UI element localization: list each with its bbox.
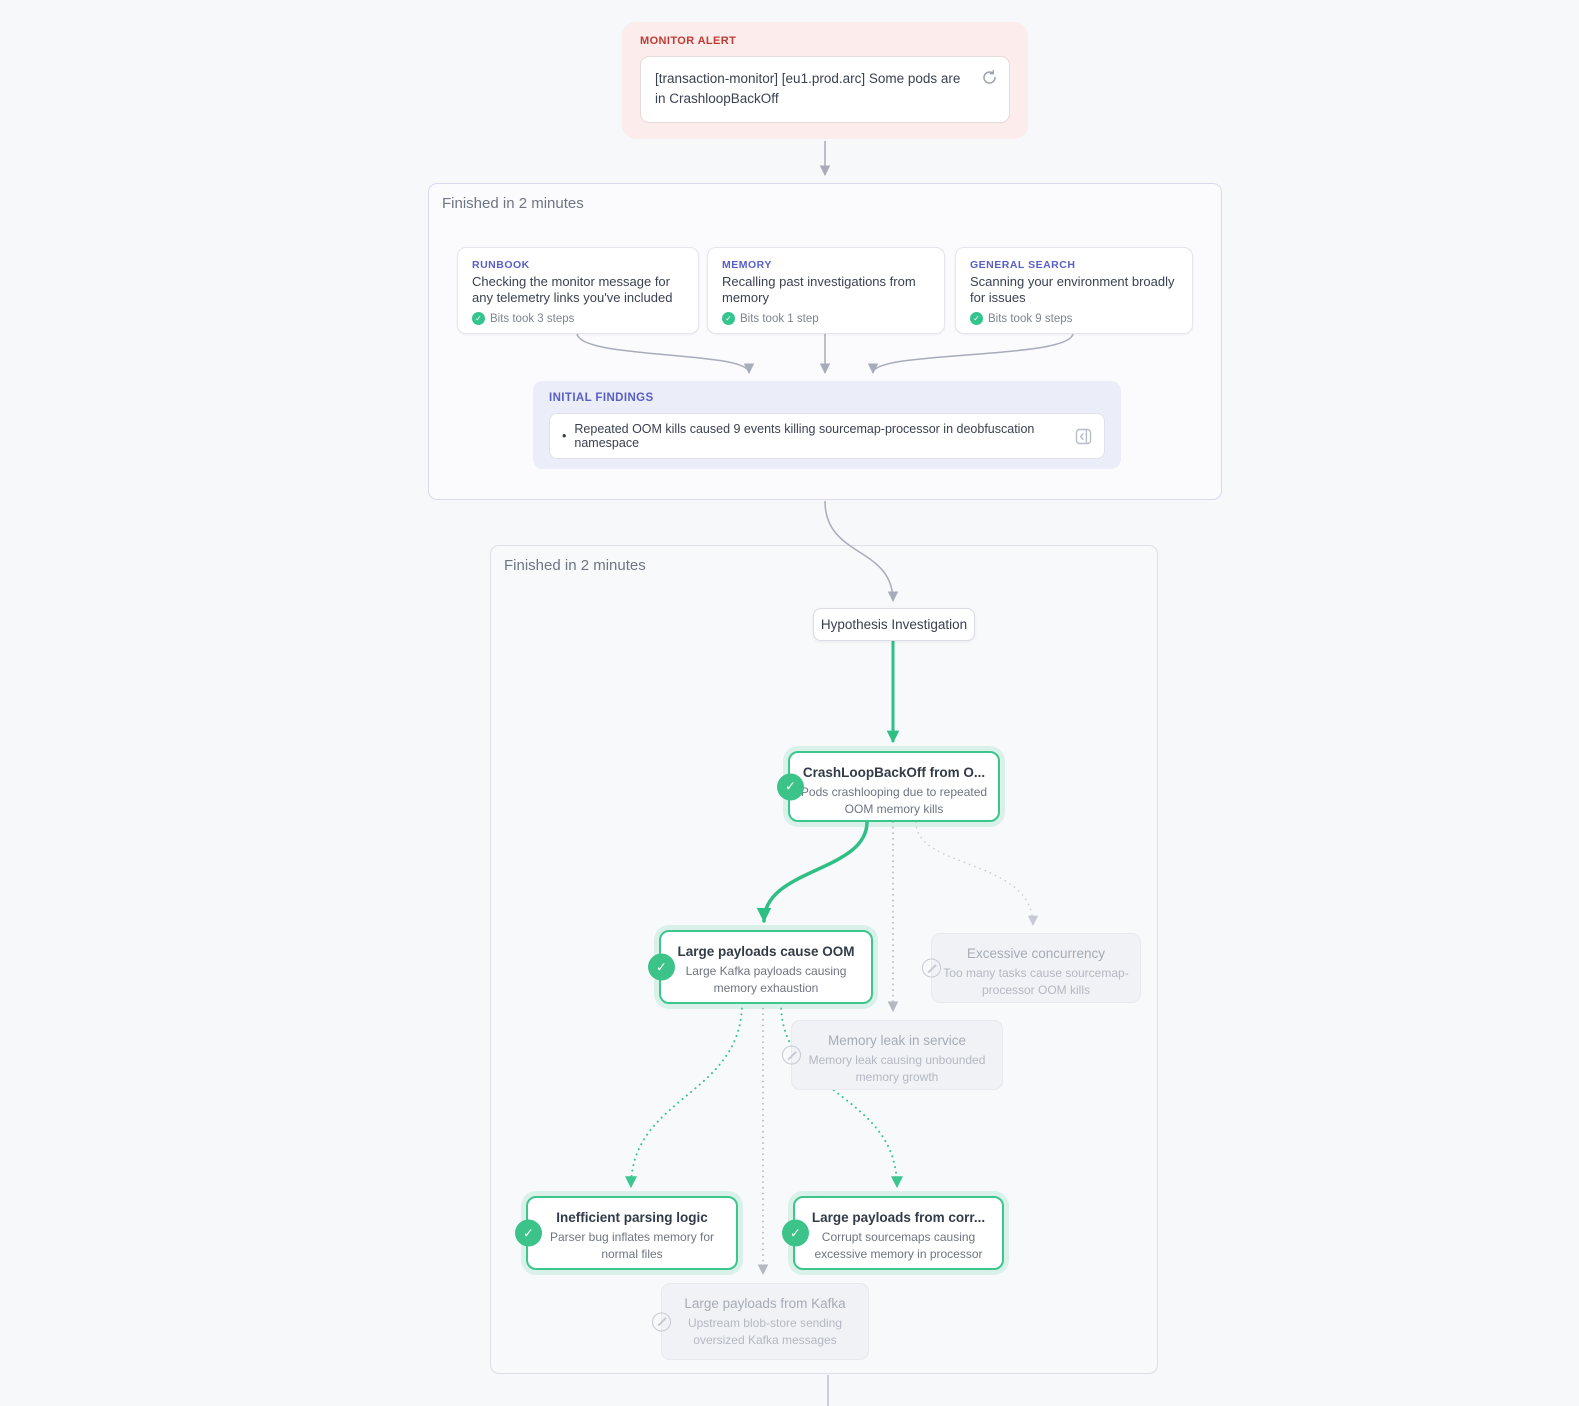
confirmed-check-icon: ✓ — [515, 1219, 542, 1247]
hypothesis-title: Large payloads from corr... — [811, 1210, 986, 1225]
step-title: Scanning your environment broadly for is… — [970, 274, 1175, 306]
step-card-general-search[interactable]: GENERAL SEARCH Scanning your environment… — [955, 247, 1193, 334]
monitor-alert-label: MONITOR ALERT — [640, 35, 737, 47]
step-category: RUNBOOK — [472, 259, 530, 271]
phase-2-header: Finished in 2 minutes — [504, 557, 646, 574]
step-title: Recalling past investigations from memor… — [722, 274, 916, 306]
confirmed-check-icon: ✓ — [777, 773, 804, 800]
history-icon[interactable] — [981, 69, 998, 86]
phase-1-container: Finished in 2 minutes RUNBOOK Checking t… — [428, 183, 1222, 500]
hypothesis-node-memory-leak[interactable]: Memory leak in service Memory leak causi… — [782, 1020, 1003, 1090]
rejected-icon — [782, 1045, 801, 1065]
open-panel-icon[interactable] — [1075, 428, 1092, 445]
bullet-marker: • — [562, 429, 567, 443]
hypothesis-description: Upstream blob-store sending oversized Ka… — [687, 1316, 843, 1348]
hypothesis-description: Memory leak causing unbounded memory gro… — [808, 1053, 986, 1085]
step-status-text: Bits took 9 steps — [988, 312, 1073, 325]
finding-item[interactable]: • Repeated OOM kills caused 9 events kil… — [549, 413, 1105, 459]
check-circle-icon: ✓ — [722, 312, 735, 326]
hypothesis-description: Corrupt sourcemaps causing excessive mem… — [814, 1230, 983, 1262]
step-status: ✓ Bits took 3 steps — [472, 312, 684, 326]
hypothesis-node-kafka-payloads[interactable]: Large payloads from Kafka Upstream blob-… — [652, 1283, 869, 1360]
hypothesis-node-inefficient-parsing[interactable]: ✓ Inefficient parsing logic Parser bug i… — [515, 1196, 738, 1270]
check-circle-icon: ✓ — [472, 312, 485, 326]
step-status: ✓ Bits took 1 step — [722, 312, 930, 326]
hypothesis-description: Pods crashlooping due to repeated OOM me… — [800, 785, 988, 817]
step-category: MEMORY — [722, 259, 772, 271]
hypothesis-title: Large payloads cause OOM — [677, 944, 855, 959]
hypothesis-root-node[interactable]: Hypothesis Investigation — [813, 608, 975, 641]
phase-1-header: Finished in 2 minutes — [442, 195, 584, 212]
hypothesis-description: Parser bug inflates memory for normal fi… — [549, 1230, 715, 1262]
confirmed-check-icon: ✓ — [782, 1219, 809, 1247]
step-title: Checking the monitor message for any tel… — [472, 274, 673, 306]
monitor-alert-panel: MONITOR ALERT [transaction-monitor] [eu1… — [622, 22, 1028, 139]
hypothesis-node-large-payloads-oom[interactable]: ✓ Large payloads cause OOM Large Kafka p… — [648, 930, 873, 1004]
initial-findings-panel: INITIAL FINDINGS • Repeated OOM kills ca… — [533, 381, 1121, 469]
monitor-alert-message: [transaction-monitor] [eu1.prod.arc] Som… — [655, 71, 961, 107]
rejected-icon — [652, 1312, 671, 1331]
hypothesis-title: Large payloads from Kafka — [684, 1296, 846, 1311]
hypothesis-root-label: Hypothesis Investigation — [820, 617, 968, 632]
hypothesis-description: Large Kafka payloads causing memory exha… — [685, 964, 847, 996]
hypothesis-title: Memory leak in service — [827, 1033, 967, 1048]
hypothesis-description: Too many tasks cause sourcemap-processor… — [943, 966, 1129, 998]
step-card-runbook[interactable]: RUNBOOK Checking the monitor message for… — [457, 247, 699, 334]
step-status-text: Bits took 3 steps — [490, 312, 575, 325]
phase-2-container: Finished in 2 minutes Hypothesis Investi… — [490, 545, 1158, 1374]
rejected-icon — [922, 958, 941, 978]
step-status-text: Bits took 1 step — [740, 312, 819, 325]
confirmed-check-icon: ✓ — [648, 953, 675, 981]
hypothesis-title: Inefficient parsing logic — [556, 1210, 708, 1225]
step-category: GENERAL SEARCH — [970, 259, 1076, 271]
step-card-memory[interactable]: MEMORY Recalling past investigations fro… — [707, 247, 945, 334]
hypothesis-node-corrupt-payloads[interactable]: ✓ Large payloads from corr... Corrupt so… — [782, 1196, 1004, 1270]
hypothesis-node-crashloopbackoff[interactable]: ✓ CrashLoopBackOff from O... Pods crashl… — [777, 751, 1000, 822]
hypothesis-node-excessive-concurrency[interactable]: Excessive concurrency Too many tasks cau… — [922, 933, 1141, 1003]
step-status: ✓ Bits took 9 steps — [970, 312, 1178, 326]
check-circle-icon: ✓ — [970, 312, 983, 326]
monitor-alert-card[interactable]: [transaction-monitor] [eu1.prod.arc] Som… — [640, 56, 1010, 123]
finding-text: Repeated OOM kills caused 9 events killi… — [574, 422, 1035, 450]
initial-findings-label: INITIAL FINDINGS — [549, 392, 654, 404]
hypothesis-title: CrashLoopBackOff from O... — [802, 765, 986, 780]
hypothesis-title: Excessive concurrency — [966, 946, 1106, 961]
